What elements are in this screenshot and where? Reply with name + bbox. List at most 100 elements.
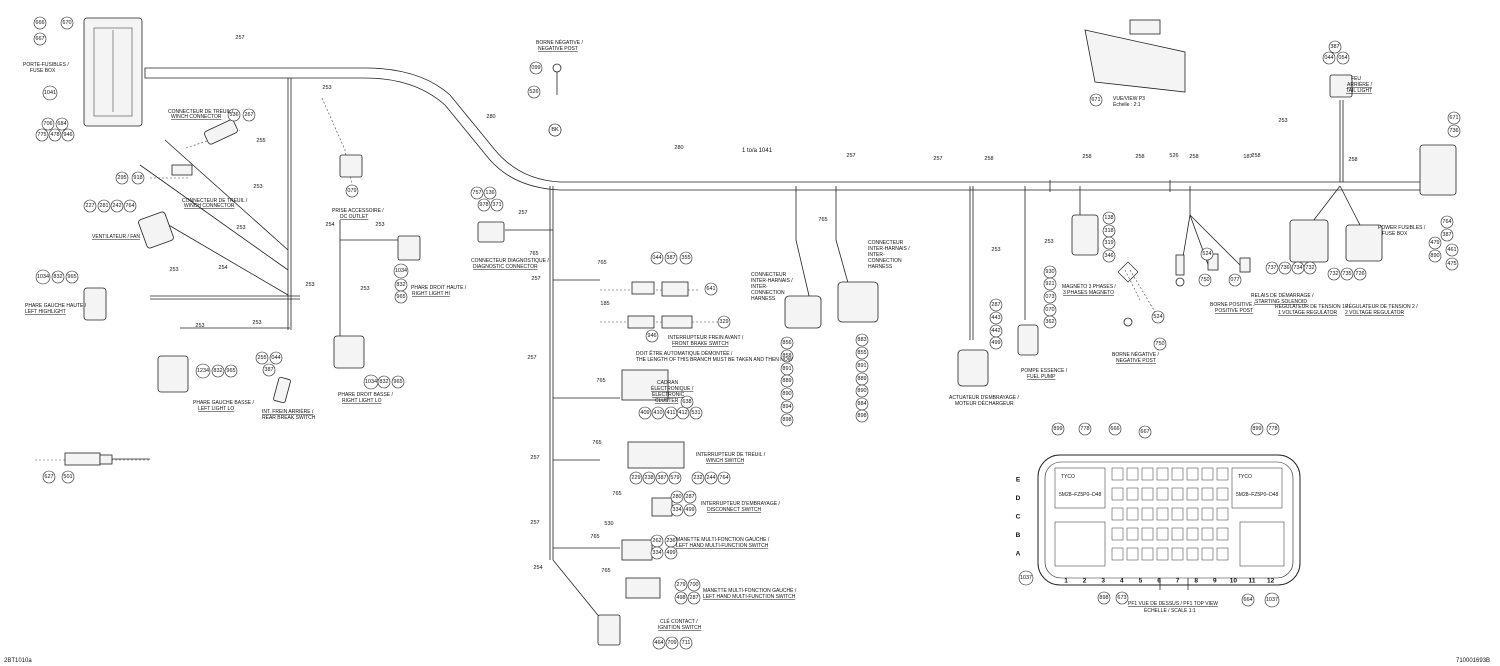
part-number: BK <box>551 127 559 133</box>
part-bubble: 832 <box>377 375 391 389</box>
part-bubble: 764 <box>123 199 137 213</box>
callout-number: 765 <box>601 568 610 574</box>
component-label: ÉLECTRONIQUE / <box>651 385 694 392</box>
part-number: 287 <box>689 595 698 601</box>
part-number: 856 <box>782 340 791 346</box>
component-label: CADRAN <box>657 380 679 386</box>
part-bubble: 734 <box>1291 261 1305 275</box>
part-number: 946 <box>63 132 72 138</box>
part-bubble: 700 <box>687 578 701 592</box>
part-number: 1034 <box>365 379 377 385</box>
component-label: INTER-HARNAIS / <box>751 278 793 284</box>
main-harness <box>139 67 1441 631</box>
part-number: 889 <box>857 376 866 382</box>
part-number: 671 <box>1449 115 1458 121</box>
part-bubble: 387 <box>664 251 678 265</box>
part-bubble: 890 <box>1428 249 1442 263</box>
callout-number: 254 <box>533 565 542 571</box>
component-label: WINCH CONNECTOR <box>171 114 222 120</box>
right-highlight-connector <box>397 235 421 261</box>
component-label: FUSE BOX <box>30 68 56 74</box>
part-bubble: 070 <box>1043 303 1057 317</box>
part-number: 238 <box>644 475 653 481</box>
part-number: 138 <box>1104 215 1113 221</box>
part-bubble: 641 <box>704 282 718 296</box>
part-bubble: 499 <box>989 336 1003 350</box>
component-label: BORNE POSITIVE / <box>1210 302 1256 308</box>
voltage-regulators <box>1289 219 1383 263</box>
part-number: 295 <box>117 175 126 181</box>
part-bubble: 499 <box>683 503 697 517</box>
callout-number: 765 <box>592 440 601 446</box>
part-number: 965 <box>226 368 235 374</box>
part-number: 334 <box>652 550 661 556</box>
part-number: 734 <box>1293 265 1302 271</box>
component-label: INTER- <box>868 252 885 258</box>
component-label: POMPE ESSENCE / <box>1021 368 1068 374</box>
part-number: 858 <box>782 353 791 359</box>
part-bubble: 1037 <box>1264 592 1280 608</box>
diagnostic-connector <box>477 221 505 243</box>
part-bubble: 232 <box>691 471 705 485</box>
callout-number: 253 <box>305 282 314 288</box>
part-bubble: 735 <box>1340 267 1354 281</box>
callout-number: 257 <box>527 355 536 361</box>
callout-number: 526 <box>1169 153 1178 159</box>
component-label: LEFT HIGHLIGHT <box>25 309 66 315</box>
part-number: 499 <box>685 507 694 513</box>
component-label: ÉCHELLE / SCALE 1:1 <box>1144 607 1196 614</box>
part-bubble: 666 <box>33 16 47 30</box>
part-bubble: 1234 <box>195 363 211 379</box>
component-label: TYCO <box>1061 474 1075 480</box>
component-label: LEFT HAND MULTI-FUNCTION SWITCH <box>676 543 769 549</box>
part-bubble: 898 <box>855 409 869 423</box>
part-number: 946 <box>647 333 656 339</box>
part-number: 267 <box>244 112 253 118</box>
part-bubble: 666 <box>1108 422 1122 436</box>
part-number: 355 <box>681 255 690 261</box>
negative-post-right <box>1117 261 1139 327</box>
grid-row-label: C <box>1016 514 1021 521</box>
component-label: 1 VOLTAGE REGULATOR <box>1278 310 1337 316</box>
component-label: PHARE GAUCHE BASSE / <box>193 400 254 406</box>
part-number: 409 <box>640 410 649 416</box>
part-number: 641 <box>706 286 715 292</box>
callout-number: 258 <box>1251 153 1260 159</box>
callout-number: 253 <box>1278 118 1287 124</box>
component-label: FUEL PUMP <box>1027 374 1056 380</box>
part-bubble: 894 <box>780 400 794 414</box>
fan-connector <box>138 211 174 249</box>
part-number: 684 <box>57 121 66 127</box>
callout-number: 258 <box>1189 154 1198 160</box>
component-label: BORNE NÉGATIVE / <box>1112 351 1159 358</box>
part-bubble: 267 <box>242 108 256 122</box>
part-bubble: 498 <box>674 591 688 605</box>
callout-number: 257 <box>530 455 539 461</box>
component-label: FEU <box>1351 76 1361 82</box>
part-number: 778 <box>1268 426 1277 432</box>
part-bubble: 329 <box>717 315 731 329</box>
callout-number: 258 <box>1348 157 1357 163</box>
part-bubble: 334 <box>670 503 684 517</box>
component-label: ARRIÈRE / <box>1347 81 1373 88</box>
component-label: ELECTRONIC <box>652 392 685 398</box>
part-bubble: 891 <box>780 362 794 376</box>
component-label: DIAGNOSTIC CONNECTOR <box>473 264 538 270</box>
part-number: 750 <box>1200 277 1209 283</box>
component-label: INTER- <box>751 284 768 290</box>
part-bubble: 536 <box>227 108 241 122</box>
component-label: MANETTE MULTI-FONCTION GAUCHE / <box>703 588 797 594</box>
part-bubble: 244 <box>704 471 718 485</box>
part-bubble: 287 <box>989 298 1003 312</box>
fuse-box-left <box>83 17 143 127</box>
callout-number: 257 <box>530 520 539 526</box>
part-bubble: 044 <box>1322 51 1336 65</box>
part-number: 478 <box>50 132 59 138</box>
part-number: 735 <box>1342 271 1351 277</box>
part-bubble: 918 <box>131 171 145 185</box>
component-label: MANETTE MULTI-FONCTION GAUCHE / <box>676 537 770 543</box>
part-number: 930 <box>1045 269 1054 275</box>
component-label: FRONT BRAKE SWITCH <box>672 341 729 347</box>
dc-outlet-connector <box>339 154 363 178</box>
part-number: 524 <box>1153 314 1162 320</box>
